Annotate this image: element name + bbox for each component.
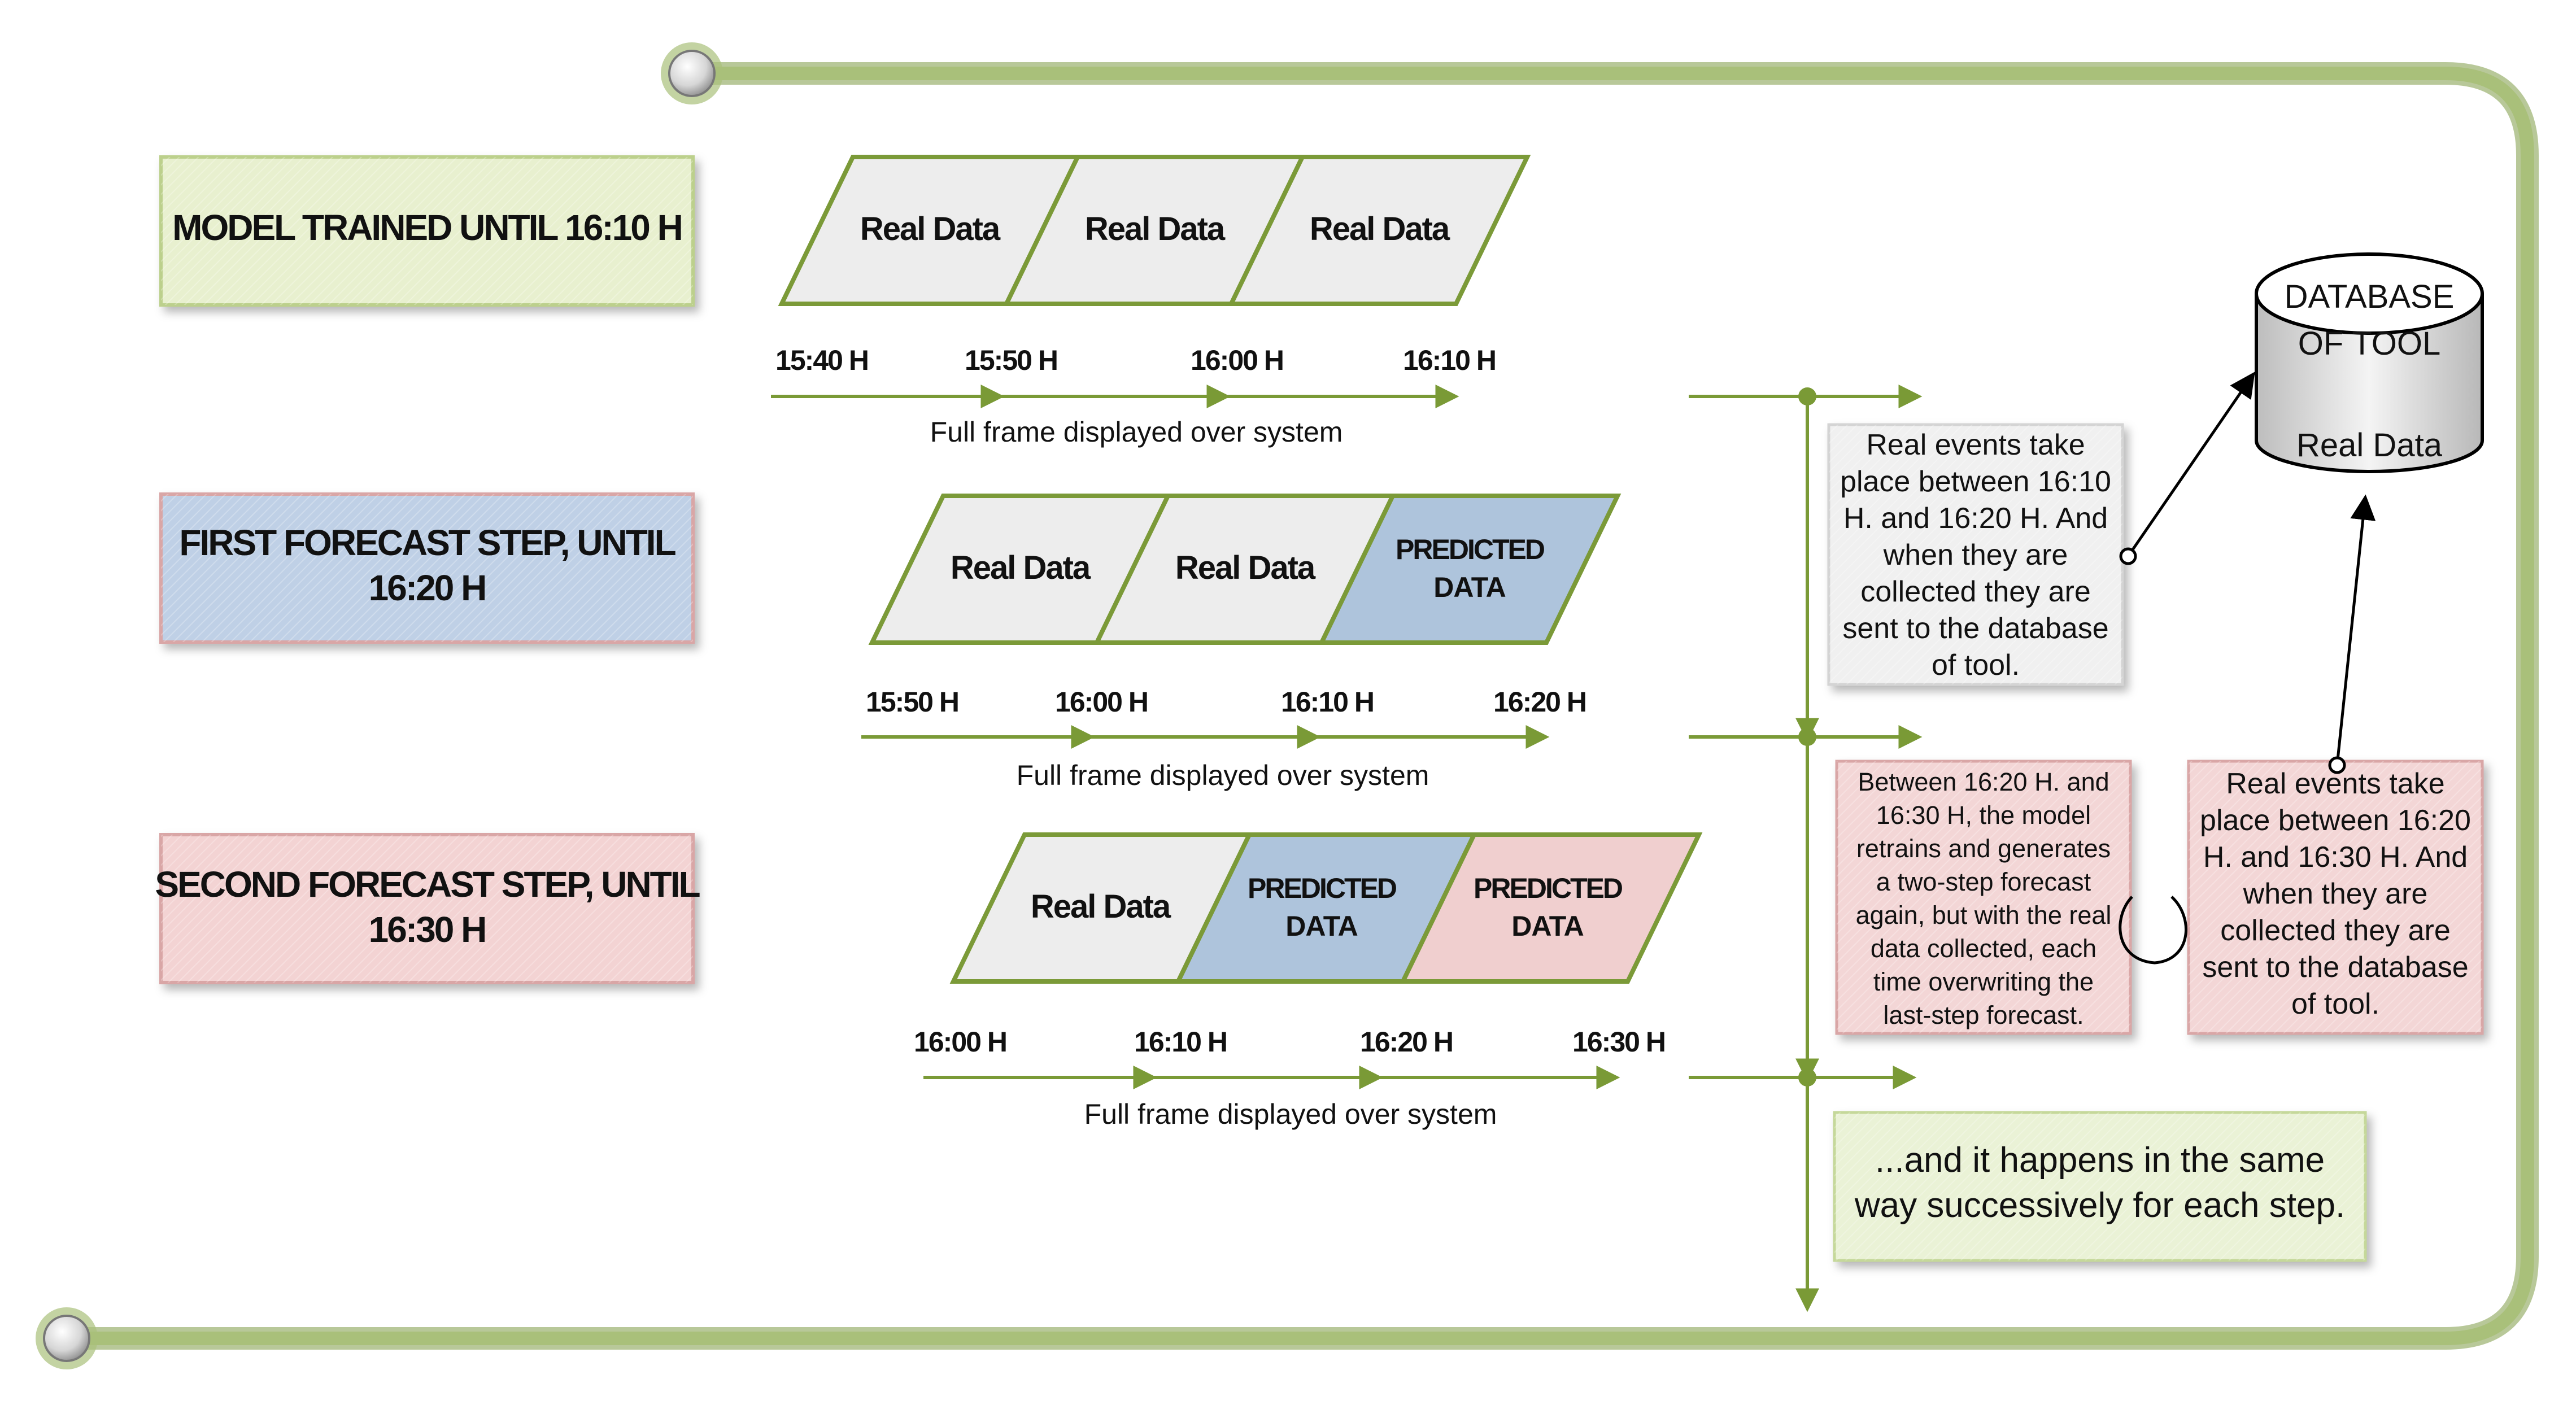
second-forecast-label-line2: 16:30 H: [369, 909, 486, 950]
cell-label: Real Data: [1031, 888, 1171, 925]
note-line: ...and it happens in the same: [1875, 1141, 2325, 1180]
model-trained-box: MODEL TRAINED UNTIL 16:10 H: [159, 155, 695, 307]
database-title-line1: DATABASE: [2285, 278, 2455, 315]
note-line: way successively for each step.: [1854, 1186, 2345, 1225]
note-line: place between 16:20: [2200, 804, 2471, 837]
note-line: place between 16:10: [1840, 465, 2111, 498]
first-forecast-box: FIRST FORECAST STEP, UNTIL 16:20 H: [159, 492, 695, 644]
note-line: Between 16:20 H. and: [1858, 767, 2109, 796]
first-forecast-label-line2: 16:20 H: [369, 568, 486, 608]
frames-step-1: Real Data Real Data Real Data: [778, 155, 1531, 306]
cell-label: DATA: [1285, 910, 1357, 942]
note-line: a two-step forecast: [1876, 867, 2091, 896]
timeline-caption: Full frame displayed over system: [930, 416, 1343, 448]
note-retrain-text: Between 16:20 H. and 16:30 H, the model re…: [1856, 767, 2112, 1029]
note-line: collected they are: [1860, 575, 2091, 608]
note-line: time overwriting the: [1873, 967, 2094, 996]
second-forecast-box: SECOND FORECAST STEP, UNTIL 16:30 H: [155, 833, 702, 984]
cell-label: PREDICTED: [1248, 872, 1397, 904]
timeline-step-1: 15:40 H 15:50 H 16:00 H 16:10 H Full fra…: [771, 344, 1497, 448]
note-line: of tool.: [2291, 988, 2379, 1020]
note-line: 16:30 H, the model: [1876, 801, 2091, 830]
note-line: when they are: [2243, 878, 2428, 910]
timeline-caption: Full frame displayed over system: [1084, 1098, 1497, 1130]
frames-step-3: Real Data PREDICTED DATA PREDICTED DATA: [949, 832, 1703, 984]
database-arrows: [2119, 372, 2376, 774]
cell-label: DATA: [1433, 571, 1505, 603]
frames-step-2: Real Data Real Data PREDICTED DATA: [868, 494, 1622, 645]
note-line: again, but with the real: [1856, 901, 2112, 930]
cell-label: Real Data: [1175, 549, 1316, 586]
note-real-events-1: [1827, 423, 2124, 686]
note-line: H. and 16:20 H. And: [1843, 502, 2108, 535]
tick-label: 16:10 H: [1134, 1026, 1227, 1058]
note-line: Real events take: [1866, 429, 2085, 461]
connector-lines: [1689, 385, 1923, 1312]
note-real-events-2: [2187, 760, 2484, 1035]
note-line: sent to the database: [1842, 612, 2108, 645]
cell-label: DATA: [1511, 910, 1583, 942]
note-real-events-1-text: Real events take place between 16:10 H. an…: [1840, 429, 2111, 682]
tick-label: 16:20 H: [1493, 686, 1586, 718]
database-body-label: Real Data: [2296, 427, 2443, 464]
note-line: retrains and generates: [1856, 834, 2111, 863]
tick-label: 15:50 H: [965, 344, 1057, 376]
note-retrain: [1835, 760, 2132, 1035]
note-line: data collected, each: [1871, 934, 2096, 963]
timeline-step-2: 15:50 H 16:00 H 16:10 H 16:20 H Full fra…: [861, 686, 1587, 791]
tick-label: 16:00 H: [1055, 686, 1148, 718]
cell-label: PREDICTED: [1396, 534, 1545, 565]
tick-label: 16:10 H: [1403, 344, 1496, 376]
predicted-cell: [1399, 832, 1703, 984]
note-line: sent to the database: [2202, 951, 2468, 984]
predicted-cell: [1318, 494, 1622, 645]
outer-track: [36, 42, 2539, 1369]
tick-label: 16:00 H: [914, 1026, 1006, 1058]
cell-label: PREDICTED: [1474, 872, 1623, 904]
tick-label: 16:00 H: [1191, 344, 1283, 376]
step-label-boxes: MODEL TRAINED UNTIL 16:10 H FIRST FORECA…: [155, 155, 702, 984]
timeline-caption: Full frame displayed over system: [1017, 760, 1429, 791]
note-successive: [1833, 1111, 2367, 1262]
cell-label: Real Data: [1310, 211, 1450, 247]
first-forecast-label-line1: FIRST FORECAST STEP, UNTIL: [179, 522, 675, 563]
database-title-line2: OF TOOL: [2298, 325, 2440, 362]
database-of-tool: DATABASE OF TOOL Real Data: [2255, 252, 2484, 473]
note-successive-text: ...and it happens in the same way success…: [1854, 1141, 2345, 1225]
data-cell: [1227, 155, 1531, 306]
tick-label: 16:20 H: [1360, 1026, 1453, 1058]
note-line: collected they are: [2220, 914, 2451, 947]
tick-label: 15:40 H: [775, 344, 868, 376]
note-line: of tool.: [1932, 649, 2020, 682]
note-line: last-step forecast.: [1883, 1001, 2084, 1029]
note-line: H. and 16:30 H. And: [2203, 841, 2468, 874]
tick-label: 15:50 H: [866, 686, 958, 718]
second-forecast-label-line1: SECOND FORECAST STEP, UNTIL: [155, 864, 700, 905]
loop-connector: [2119, 896, 2187, 965]
cell-label: Real Data: [951, 549, 1091, 586]
database-icon: [2255, 252, 2484, 473]
model-trained-label: MODEL TRAINED UNTIL 16:10 H: [172, 207, 682, 248]
cell-label: Real Data: [860, 211, 1001, 247]
note-line: when they are: [1883, 539, 2068, 571]
tick-label: 16:30 H: [1572, 1026, 1665, 1058]
cell-label: Real Data: [1085, 211, 1226, 247]
tick-label: 16:10 H: [1281, 686, 1374, 718]
timeline-step-3: 16:00 H 16:10 H 16:20 H 16:30 H Full fra…: [914, 1026, 1666, 1130]
